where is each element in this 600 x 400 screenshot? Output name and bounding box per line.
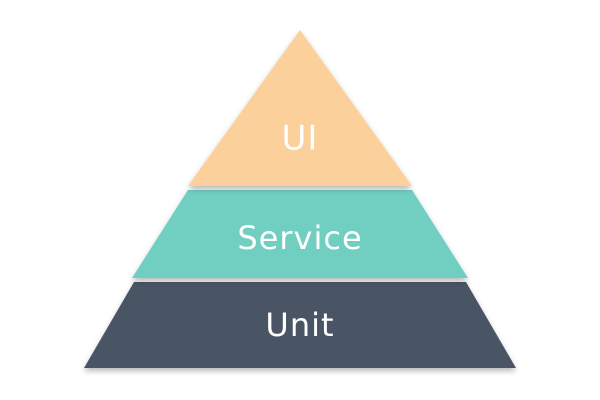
pyramid-label-ui: UI (282, 119, 319, 159)
pyramid-tier-ui (188, 30, 412, 186)
pyramid-label-unit: Unit (265, 306, 334, 344)
pyramid-tier-unit (84, 282, 516, 368)
pyramid-label-service: Service (237, 219, 362, 257)
pyramid-tier-service (132, 190, 468, 278)
